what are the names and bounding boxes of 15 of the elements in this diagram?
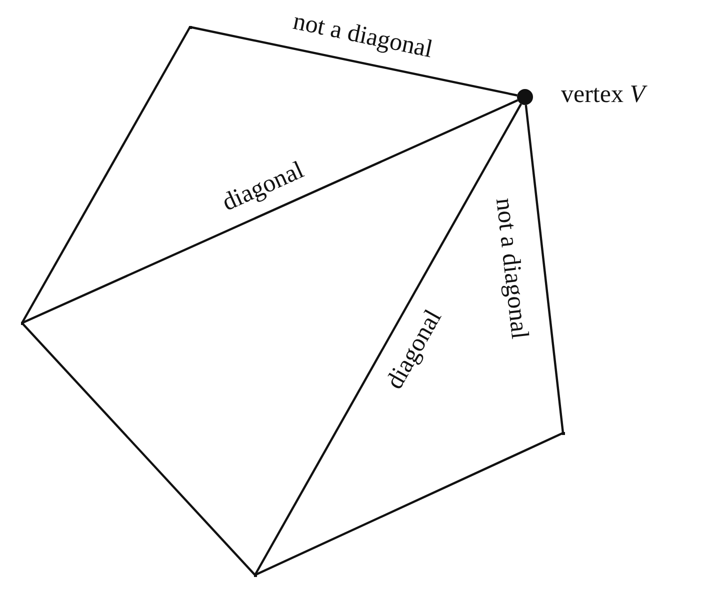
line-segment <box>21 26 191 324</box>
edge-label: not a diagonal <box>492 196 532 340</box>
vertex-label: vertex V <box>561 82 645 107</box>
polygon-corner <box>562 432 564 434</box>
edge-label: not a diagonal <box>290 8 435 62</box>
vertex-dot <box>517 89 533 105</box>
polygon-corner <box>254 574 256 576</box>
line-segment <box>21 322 256 576</box>
line-segment <box>190 26 518 96</box>
line-segment <box>254 432 564 576</box>
line-segment <box>22 99 518 324</box>
polygon-corner <box>188 26 192 28</box>
line-segment <box>524 104 564 434</box>
polygon-corner <box>20 322 24 324</box>
line-segment <box>254 103 522 576</box>
